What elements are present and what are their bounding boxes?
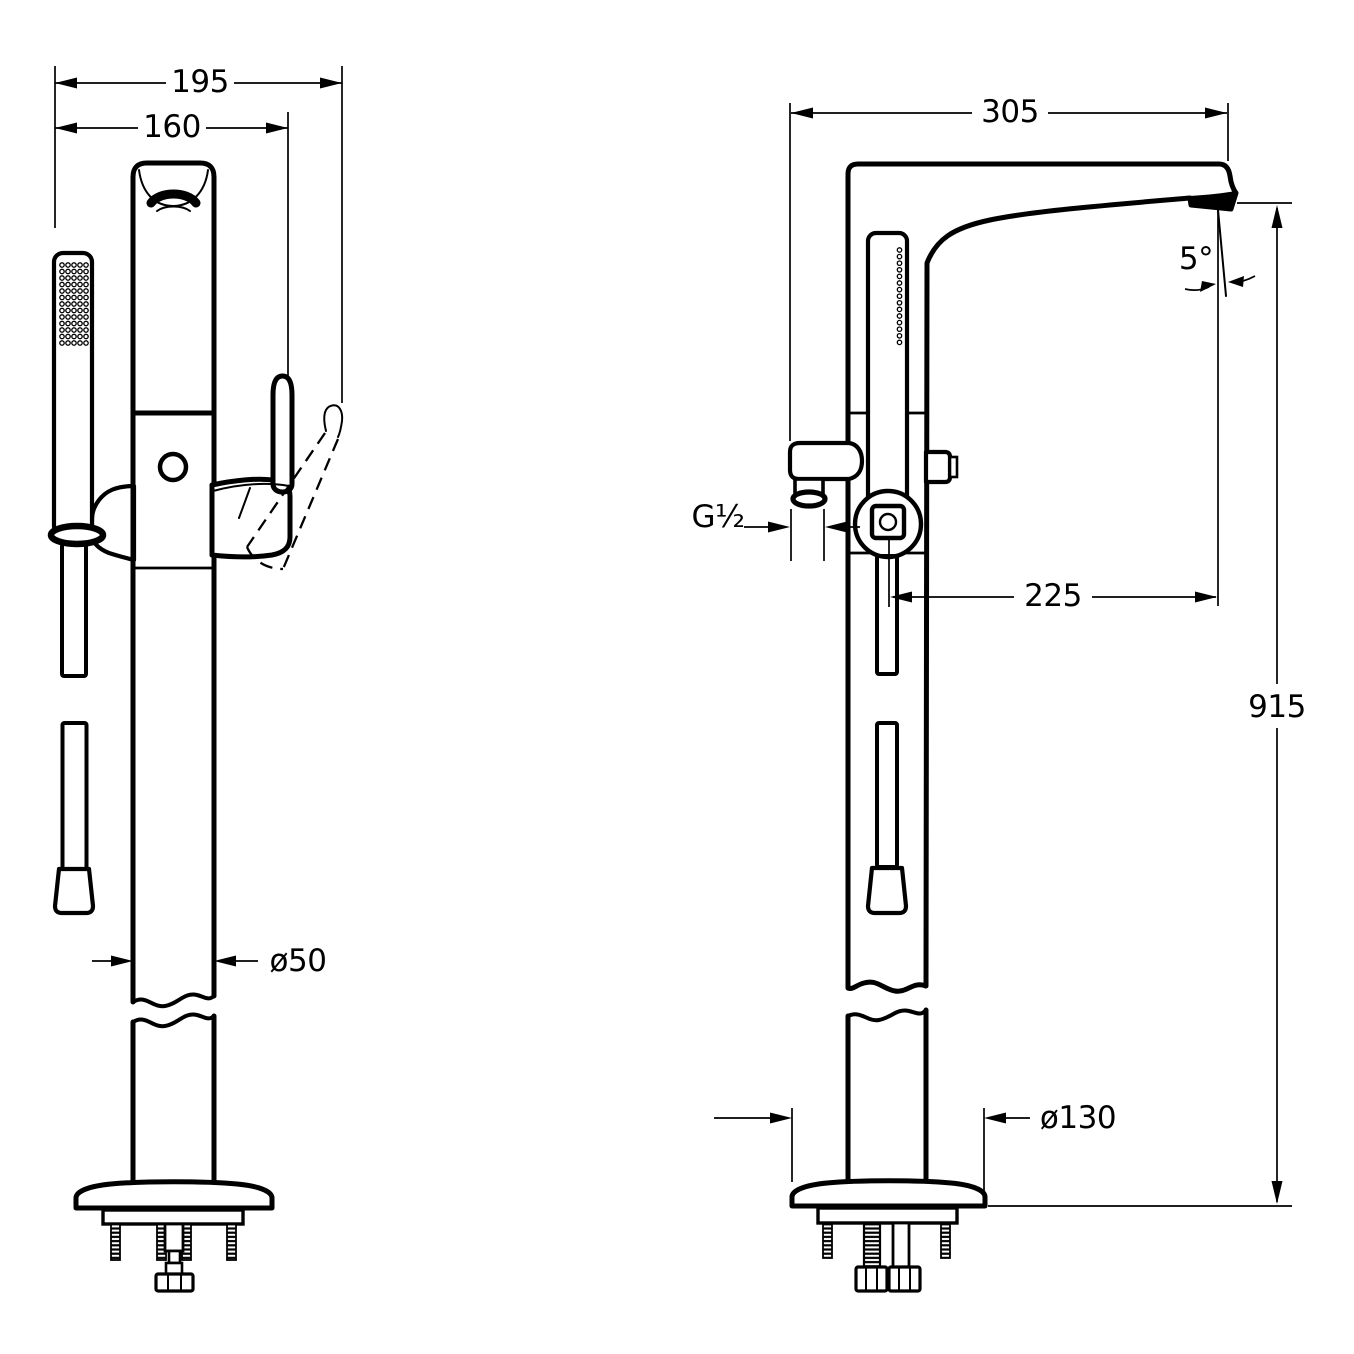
dimension-label-160: 160 [143, 109, 201, 145]
side-mounting-studs [822, 1222, 951, 1259]
side-view: 305 915 5° [691, 94, 1306, 1293]
side-holder-outlet-lip [790, 489, 828, 509]
front-shower-holder-bracket [89, 483, 137, 563]
dimension-spout-handle-width: 160 [55, 109, 288, 145]
front-view: 195 160 ø50 [47, 64, 344, 1293]
side-hand-shower-spray-dots [896, 247, 903, 346]
front-holder-cup [47, 522, 107, 548]
side-hose-connector [865, 865, 909, 916]
side-supply-hoses [854, 1221, 922, 1293]
front-hose-connector [52, 866, 96, 916]
front-mounting-plate [101, 1208, 245, 1226]
front-break-line-lower [131, 1012, 216, 1029]
side-base-flange [789, 1178, 988, 1209]
dimension-label-g12: G½ [691, 499, 744, 535]
front-hand-shower-spray-dots [59, 262, 89, 346]
front-spout-body [130, 160, 217, 416]
dimension-label-305: 305 [981, 94, 1039, 130]
dimension-connection-thread: G½ [691, 499, 860, 561]
side-handle-end-cap [948, 455, 959, 479]
front-handle-base [209, 476, 293, 560]
side-hose-upper [875, 554, 899, 676]
dimension-overall-height: 915 [988, 202, 1306, 1207]
dimension-label-195: 195 [171, 64, 229, 100]
dimension-spout-reach: 225 [890, 578, 1217, 614]
dimension-overall-depth: 305 [791, 94, 1227, 130]
front-base-flange [73, 1179, 275, 1211]
front-fixing-rod [154, 1222, 195, 1293]
dimension-label-o130: ø130 [1040, 1100, 1116, 1136]
side-shower-holder-bracket [787, 440, 865, 482]
front-diverter-button [157, 451, 189, 483]
dimension-spout-angle: 5° [1179, 208, 1256, 606]
front-handle-base-top-edge [212, 482, 290, 492]
dimension-column-diameter: ø50 [92, 943, 327, 979]
side-mounting-plate [816, 1206, 959, 1225]
dimension-base-diameter: ø130 [714, 1100, 1117, 1204]
front-spout-outlet [146, 189, 201, 208]
dimension-label-225: 225 [1024, 578, 1082, 614]
side-spout-outlet [1189, 191, 1237, 210]
front-spout-outlet-lip [156, 205, 191, 212]
side-handle [923, 449, 953, 485]
side-break-line-lower [846, 1008, 928, 1023]
front-dimensions: 195 160 ø50 [54, 64, 343, 979]
front-handle-blade [270, 373, 295, 495]
side-hose-fitting-bore [878, 512, 898, 532]
front-hose-upper [60, 542, 88, 678]
front-break-line-upper [131, 992, 216, 1009]
dimension-overall-width: 195 [55, 64, 342, 100]
front-hose-lower [60, 721, 89, 871]
dimension-label-5deg: 5° [1179, 241, 1213, 277]
dimension-label-o50: ø50 [270, 943, 327, 979]
front-handle-rotated-dashed [238, 404, 344, 571]
side-dimensions: 305 915 5° [691, 94, 1306, 1207]
dimension-label-915: 915 [1248, 689, 1306, 725]
